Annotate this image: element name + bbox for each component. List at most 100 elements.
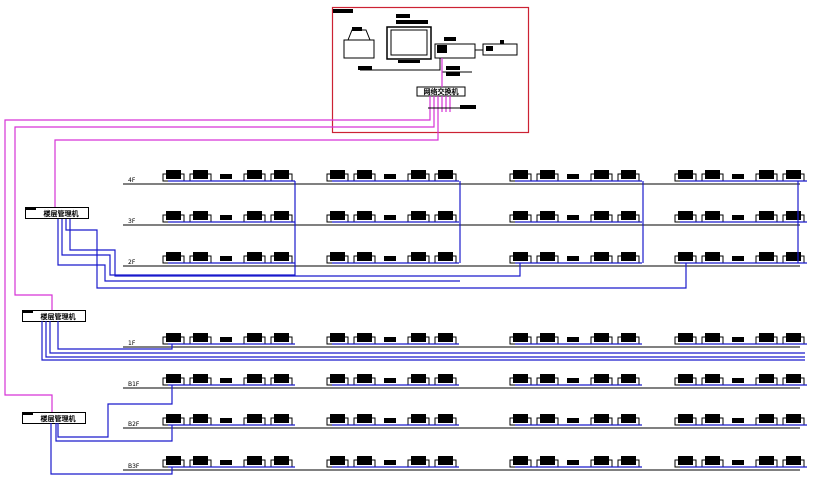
unit-body (786, 414, 801, 423)
indoor-unit-icon (407, 211, 430, 223)
indoor-unit-icon (509, 374, 532, 386)
indoor-unit-icon (674, 374, 697, 386)
printer-host-link (360, 58, 441, 71)
indoor-unit-icon (782, 414, 805, 426)
unit-body (621, 374, 636, 383)
indoor-unit-icon (353, 170, 376, 182)
repeater-icon (384, 215, 396, 220)
feeder-line (49, 321, 805, 354)
indoor-unit-icon (243, 211, 266, 223)
indoor-unit-icon (270, 252, 293, 264)
unit-body (621, 414, 636, 423)
indoor-unit-icon (674, 333, 697, 345)
indoor-unit-icon (617, 414, 640, 426)
unit-body (274, 211, 289, 220)
unit-body (166, 456, 181, 465)
repeater-icon (732, 337, 744, 342)
unit-body (513, 456, 528, 465)
network-line-controller-2 (14, 112, 435, 310)
unit-body (274, 456, 289, 465)
indoor-unit-icon (434, 374, 457, 386)
indoor-unit-icon (326, 333, 349, 345)
controller-box (25, 207, 89, 219)
indoor-unit-icon (407, 333, 430, 345)
indoor-unit-icon (590, 456, 613, 468)
unit-body (330, 333, 345, 342)
unit-body (330, 374, 345, 383)
unit-body (594, 252, 609, 261)
printer-icon (343, 27, 375, 70)
printer-body (343, 39, 375, 59)
feeder-line (57, 321, 173, 350)
indoor-unit-icon (755, 333, 778, 345)
indoor-unit-icon (162, 170, 185, 182)
unit-body (193, 211, 208, 220)
repeater-icon (732, 174, 744, 179)
floor-label: 3F (128, 218, 136, 225)
unit-body (540, 252, 555, 261)
unit-body (438, 456, 453, 465)
unit-body (540, 211, 555, 220)
repeater-icon (732, 215, 744, 220)
indoor-unit-icon (674, 170, 697, 182)
unit-body (411, 333, 426, 342)
unit-body (678, 414, 693, 423)
unit-body (540, 414, 555, 423)
controller-label: 楼层管理机 (41, 312, 76, 321)
indoor-unit-icon (755, 374, 778, 386)
indoor-unit-icon (270, 374, 293, 386)
unit-body (513, 170, 528, 179)
indoor-unit-icon (536, 211, 559, 223)
indoor-unit-icon (755, 456, 778, 468)
unit-body (357, 414, 372, 423)
indoor-unit-icon (270, 456, 293, 468)
unit-body (166, 211, 181, 220)
cable-tag-2 (446, 72, 460, 76)
unit-body (330, 456, 345, 465)
repeater-icon (567, 337, 579, 342)
repeater-icon (732, 256, 744, 261)
printer-label (352, 27, 362, 31)
floor-label: B1F (128, 381, 140, 388)
unit-body (247, 414, 262, 423)
controller-tag (23, 311, 33, 313)
monitor-icon (386, 14, 432, 63)
monitor-label-2 (396, 20, 428, 24)
unit-body (357, 252, 372, 261)
unit-body (621, 252, 636, 261)
unit-body (330, 414, 345, 423)
repeater-icon (567, 256, 579, 261)
unit-body (759, 374, 774, 383)
unit-body (540, 374, 555, 383)
repeater-icon (220, 378, 232, 383)
indoor-unit-icon (326, 456, 349, 468)
indoor-unit-icon (162, 333, 185, 345)
unit-body (438, 211, 453, 220)
indoor-unit-icon (189, 333, 212, 345)
indoor-unit-icon (701, 170, 724, 182)
floor-label: 4F (128, 177, 136, 184)
monitor-stand (398, 60, 420, 63)
indoor-unit-icon (701, 211, 724, 223)
indoor-unit-icon (590, 414, 613, 426)
indoor-unit-icon (243, 252, 266, 264)
unit-body (438, 333, 453, 342)
indoor-unit-icon (270, 170, 293, 182)
unit-body (513, 333, 528, 342)
indoor-unit-icon (617, 456, 640, 468)
indoor-unit-icon (434, 211, 457, 223)
unit-body (786, 211, 801, 220)
indoor-unit-icon (590, 211, 613, 223)
unit-body (247, 211, 262, 220)
feeder-line (65, 219, 687, 289)
repeater-icon (384, 378, 396, 383)
indoor-unit-icon (674, 252, 697, 264)
indoor-unit-icon (536, 333, 559, 345)
unit-body (540, 456, 555, 465)
indoor-unit-icon (189, 374, 212, 386)
indoor-unit-icon (434, 252, 457, 264)
monitor-screen (390, 29, 428, 56)
feeder-line (57, 385, 173, 438)
feeder-line (45, 321, 805, 358)
repeater-icon (384, 174, 396, 179)
